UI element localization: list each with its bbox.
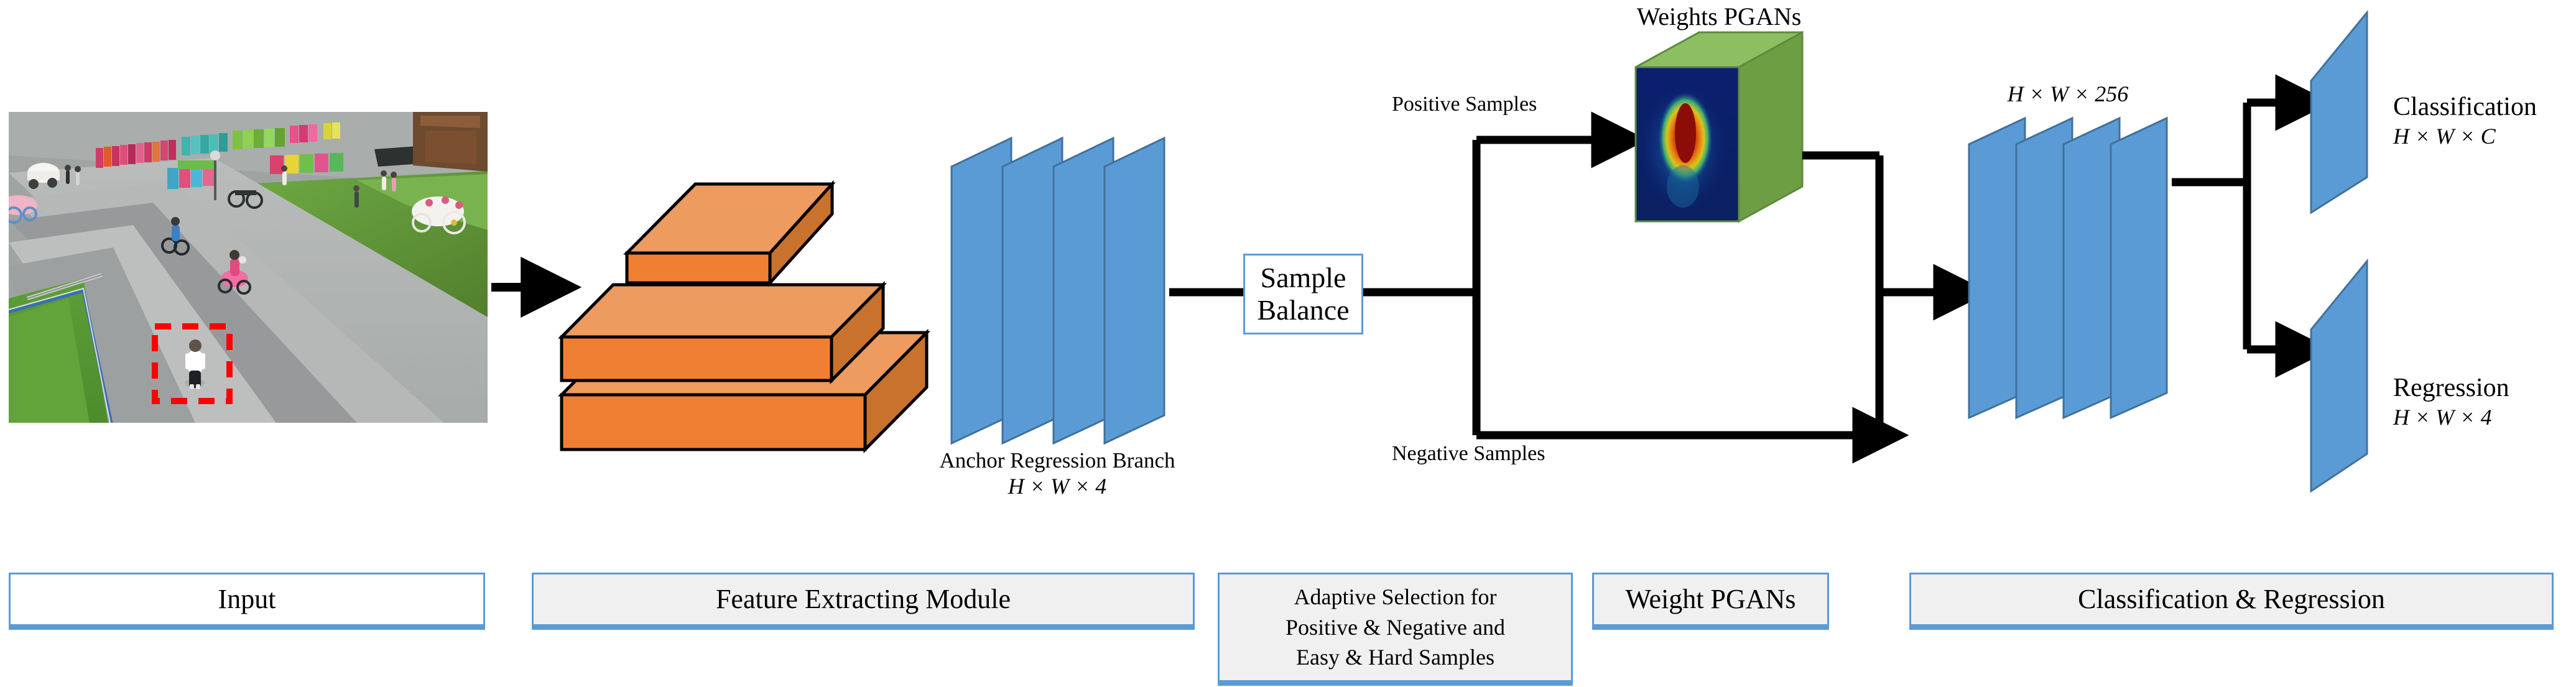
- regression-output-slab: [2310, 258, 2368, 493]
- anchor-branch-dims: H × W × 4: [1008, 474, 1107, 499]
- regression-output-label-group: Regression H × W × 4: [2393, 373, 2509, 430]
- positive-samples-label: Positive Samples: [1392, 93, 1537, 116]
- caption-feature-extracting-module[interactable]: Feature Extracting Module: [532, 573, 1195, 630]
- sample-balance-box[interactable]: Sample Balance: [1243, 254, 1363, 334]
- output-split-routing: [2172, 74, 2332, 378]
- anchor-regression-slabs: [950, 136, 1165, 445]
- input-image: [9, 112, 488, 423]
- weights-pgans-title: Weights PGANs: [1636, 2, 1802, 30]
- caption-weight-pgans[interactable]: Weight PGANs: [1592, 573, 1829, 630]
- classification-output-slab: [2310, 9, 2368, 214]
- caption-feature-label: Feature Extracting Module: [715, 584, 1011, 615]
- regression-output-dims: H × W × 4: [2393, 404, 2492, 430]
- sample-balance-line1: Sample: [1260, 262, 1346, 294]
- red-dashed-bbox: [152, 323, 233, 404]
- caption-classification-regression[interactable]: Classification & Regression: [1909, 573, 2554, 630]
- classification-output-dims: H × W × C: [2393, 123, 2496, 149]
- pgan-output-routing: [1802, 151, 1990, 435]
- head-dims-label: H × W × 256: [2007, 81, 2129, 106]
- input-image-graphic: [9, 112, 488, 423]
- anchor-branch-label: Anchor Regression Branch: [939, 448, 1175, 473]
- pyramid-level-middle: [558, 280, 887, 385]
- head-feature-slabs: [1968, 116, 2168, 420]
- classification-output-name: Classification: [2393, 93, 2537, 121]
- caption-adaptive-line2: Positive & Negative and: [1286, 614, 1505, 640]
- anchor-branch-label-group: Anchor Regression Branch H × W × 4: [939, 448, 1175, 500]
- sample-balance-line2: Balance: [1257, 294, 1350, 326]
- weights-pgan-cube: [1634, 30, 1804, 223]
- caption-classreg-label: Classification & Regression: [2078, 584, 2385, 615]
- caption-adaptive-line1: Adaptive Selection for: [1294, 584, 1497, 610]
- caption-input[interactable]: Input: [9, 573, 485, 630]
- negative-samples-label: Negative Samples: [1392, 442, 1545, 465]
- caption-weight-label: Weight PGANs: [1625, 584, 1796, 615]
- feature-pyramid: [558, 180, 930, 454]
- regression-output-name: Regression: [2393, 374, 2509, 402]
- pyramid-level-top: [623, 180, 836, 287]
- caption-input-label: Input: [218, 584, 276, 615]
- classification-output-label-group: Classification H × W × C: [2393, 92, 2537, 149]
- caption-adaptive-selection[interactable]: Adaptive Selection for Positive & Negati…: [1218, 573, 1573, 686]
- target-pedestrian: [185, 339, 205, 389]
- sample-split-routing: [1360, 111, 1909, 464]
- caption-adaptive-line3: Easy & Hard Samples: [1296, 645, 1494, 670]
